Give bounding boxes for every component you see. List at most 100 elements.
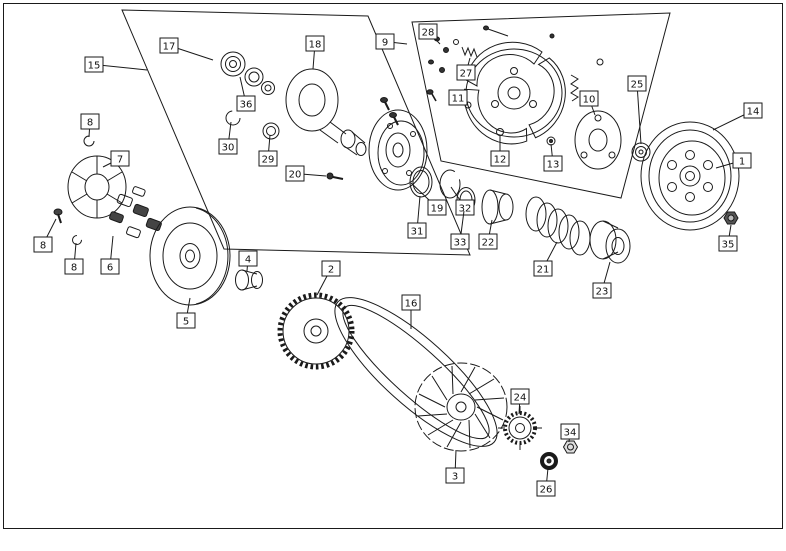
callout-12: 12 xyxy=(490,135,510,167)
callout-box xyxy=(159,37,179,54)
callout-box xyxy=(305,35,325,52)
callout-24: 24 xyxy=(510,388,530,415)
callout-number: 10 xyxy=(583,95,596,106)
callout-box xyxy=(418,23,438,40)
callout-number: 3 xyxy=(452,472,458,483)
callout-number: 8 xyxy=(40,241,46,252)
callout-number: 12 xyxy=(494,155,507,166)
spider-gear xyxy=(498,406,542,450)
callout-box xyxy=(490,150,510,167)
callout-26: 26 xyxy=(536,467,556,497)
callout-17: 17 xyxy=(159,37,214,61)
callout-box xyxy=(478,233,498,250)
callout-number: 17 xyxy=(163,42,176,53)
retaining-clip-top xyxy=(83,135,95,147)
outer-frame xyxy=(3,3,783,529)
callout-25: 25 xyxy=(627,75,647,145)
callout-box xyxy=(84,56,104,73)
callout-28: 28 xyxy=(418,23,441,45)
callout-34: 34 xyxy=(560,423,580,443)
callout-leader-line xyxy=(636,83,642,145)
compression-spring xyxy=(525,196,591,256)
callout-box xyxy=(401,294,421,311)
callout-number: 18 xyxy=(309,40,322,51)
callout-box xyxy=(543,155,563,172)
callout-box xyxy=(536,480,556,497)
callout-3: 3 xyxy=(445,449,465,484)
callout-5: 5 xyxy=(176,297,196,329)
callout-18: 18 xyxy=(305,35,325,70)
callout-number: 30 xyxy=(222,143,235,154)
stud-bolt xyxy=(53,208,63,224)
callout-number: 11 xyxy=(452,94,465,105)
callout-box xyxy=(64,258,84,275)
callout-number: 22 xyxy=(482,238,495,249)
callout-number: 36 xyxy=(240,100,253,111)
callout-10: 10 xyxy=(579,90,599,116)
callout-number: 28 xyxy=(422,28,435,39)
callout-15: 15 xyxy=(84,56,148,73)
callout-number: 7 xyxy=(117,155,123,166)
callout-number: 2 xyxy=(328,265,334,276)
callout-4: 4 xyxy=(238,250,258,272)
callout-1: 1 xyxy=(715,152,752,169)
variator-group-outline xyxy=(121,9,471,256)
callout-box xyxy=(218,138,238,155)
callout-box xyxy=(450,233,470,250)
callout-number: 32 xyxy=(459,204,472,215)
callout-7: 7 xyxy=(102,150,130,168)
callout-number: 5 xyxy=(183,317,189,328)
callout-box xyxy=(321,260,341,277)
callout-29: 29 xyxy=(258,134,278,167)
callout-13: 13 xyxy=(543,143,563,172)
callout-number: 16 xyxy=(405,299,418,310)
callout-box xyxy=(285,165,305,182)
callout-14: 14 xyxy=(712,102,763,131)
callout-11: 11 xyxy=(448,89,469,106)
callout-35: 35 xyxy=(718,224,738,252)
callout-box xyxy=(100,258,120,275)
callout-box xyxy=(236,95,256,112)
callout-number: 25 xyxy=(631,80,644,91)
callout-box xyxy=(448,89,468,106)
lock-nut xyxy=(723,211,739,225)
callout-number: 34 xyxy=(564,428,577,439)
small-bolts-left xyxy=(380,97,399,126)
fixed-drive-pulley xyxy=(149,206,231,306)
callout-box xyxy=(258,150,278,167)
spring-cup xyxy=(589,220,631,264)
callout-number: 33 xyxy=(454,238,467,249)
callout-box xyxy=(510,388,530,405)
callout-box xyxy=(560,423,580,440)
v-belt xyxy=(334,297,498,447)
callout-22: 22 xyxy=(478,219,498,250)
callout-16: 16 xyxy=(401,294,421,329)
bolt-small xyxy=(326,172,344,180)
callout-box xyxy=(627,75,647,92)
callout-number: 21 xyxy=(537,265,550,276)
bushing-sleeve xyxy=(481,189,514,225)
toothed-drive-gear xyxy=(277,292,355,370)
callout-19: 19 xyxy=(410,182,447,216)
callout-number: 20 xyxy=(289,170,302,181)
dark-washer xyxy=(540,452,558,470)
callout-6: 6 xyxy=(100,235,120,275)
callout-number: 15 xyxy=(88,61,101,72)
callout-box xyxy=(456,64,476,81)
ramp-plate xyxy=(67,155,127,219)
callout-number: 27 xyxy=(460,69,473,80)
pulley-hub xyxy=(285,68,367,156)
callout-box xyxy=(592,282,612,299)
retaining-clip-bottom xyxy=(72,235,82,245)
callout-number: 1 xyxy=(739,157,745,168)
callout-23: 23 xyxy=(592,261,612,299)
callout-box xyxy=(407,222,427,239)
clutch-group-outline xyxy=(411,12,671,199)
callout-21: 21 xyxy=(533,241,558,277)
callout-box xyxy=(718,235,738,252)
callout-number: 4 xyxy=(245,255,251,266)
callout-number: 23 xyxy=(596,287,609,298)
callout-32: 32 xyxy=(450,186,475,216)
callout-number: 26 xyxy=(540,485,553,496)
